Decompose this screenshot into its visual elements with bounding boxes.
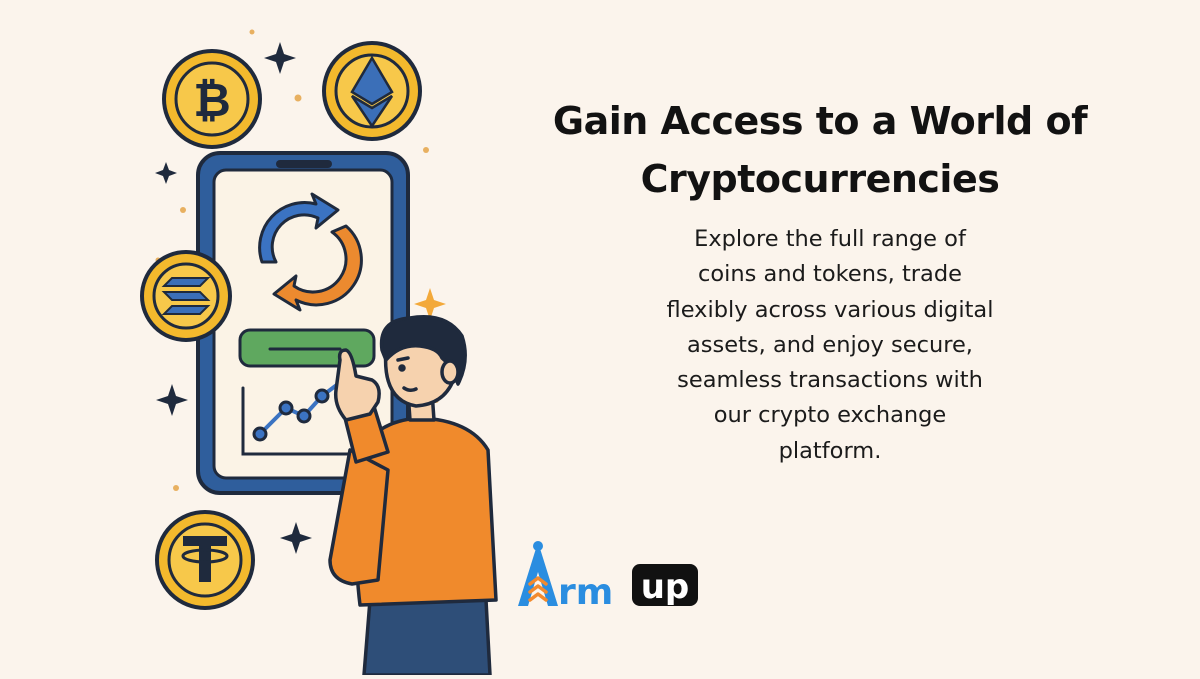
ethereum-icon (322, 41, 422, 141)
body-line: our crypto exchange (713, 402, 947, 429)
body-line: platform. (778, 437, 882, 464)
headline-line-2: Cryptocurrencies (640, 157, 1000, 201)
sparkle-icon (414, 288, 446, 320)
body-text: Explore the full range of coins and toke… (620, 222, 1040, 469)
sparkle-icon (155, 42, 312, 554)
armup-logo: rm up (510, 538, 710, 613)
logo-up-box (632, 564, 698, 606)
body-line: Explore the full range of (694, 226, 966, 252)
body-line: seamless transactions with (677, 367, 983, 394)
tether-icon (155, 510, 255, 610)
headline: Gain Access to a World of Cryptocurrenci… (520, 92, 1120, 208)
solana-icon (140, 250, 232, 342)
logo-text-rm: rm (558, 572, 613, 610)
svg-text:₿: ₿ (193, 73, 231, 127)
crypto-illustration: ₿ (140, 29, 498, 677)
swap-arrows-icon (258, 192, 363, 312)
line-chart-icon (241, 382, 354, 456)
body-line: flexibly across various digital (666, 296, 994, 323)
bitcoin-icon: ₿ (162, 49, 262, 149)
body-line: assets, and enjoy secure, (687, 331, 973, 358)
logo-a-mark (518, 541, 558, 606)
headline-line-1: Gain Access to a World of (552, 99, 1088, 143)
logo-text-up: up (641, 567, 690, 607)
body-line: coins and tokens, trade (698, 261, 962, 288)
person (328, 315, 498, 677)
